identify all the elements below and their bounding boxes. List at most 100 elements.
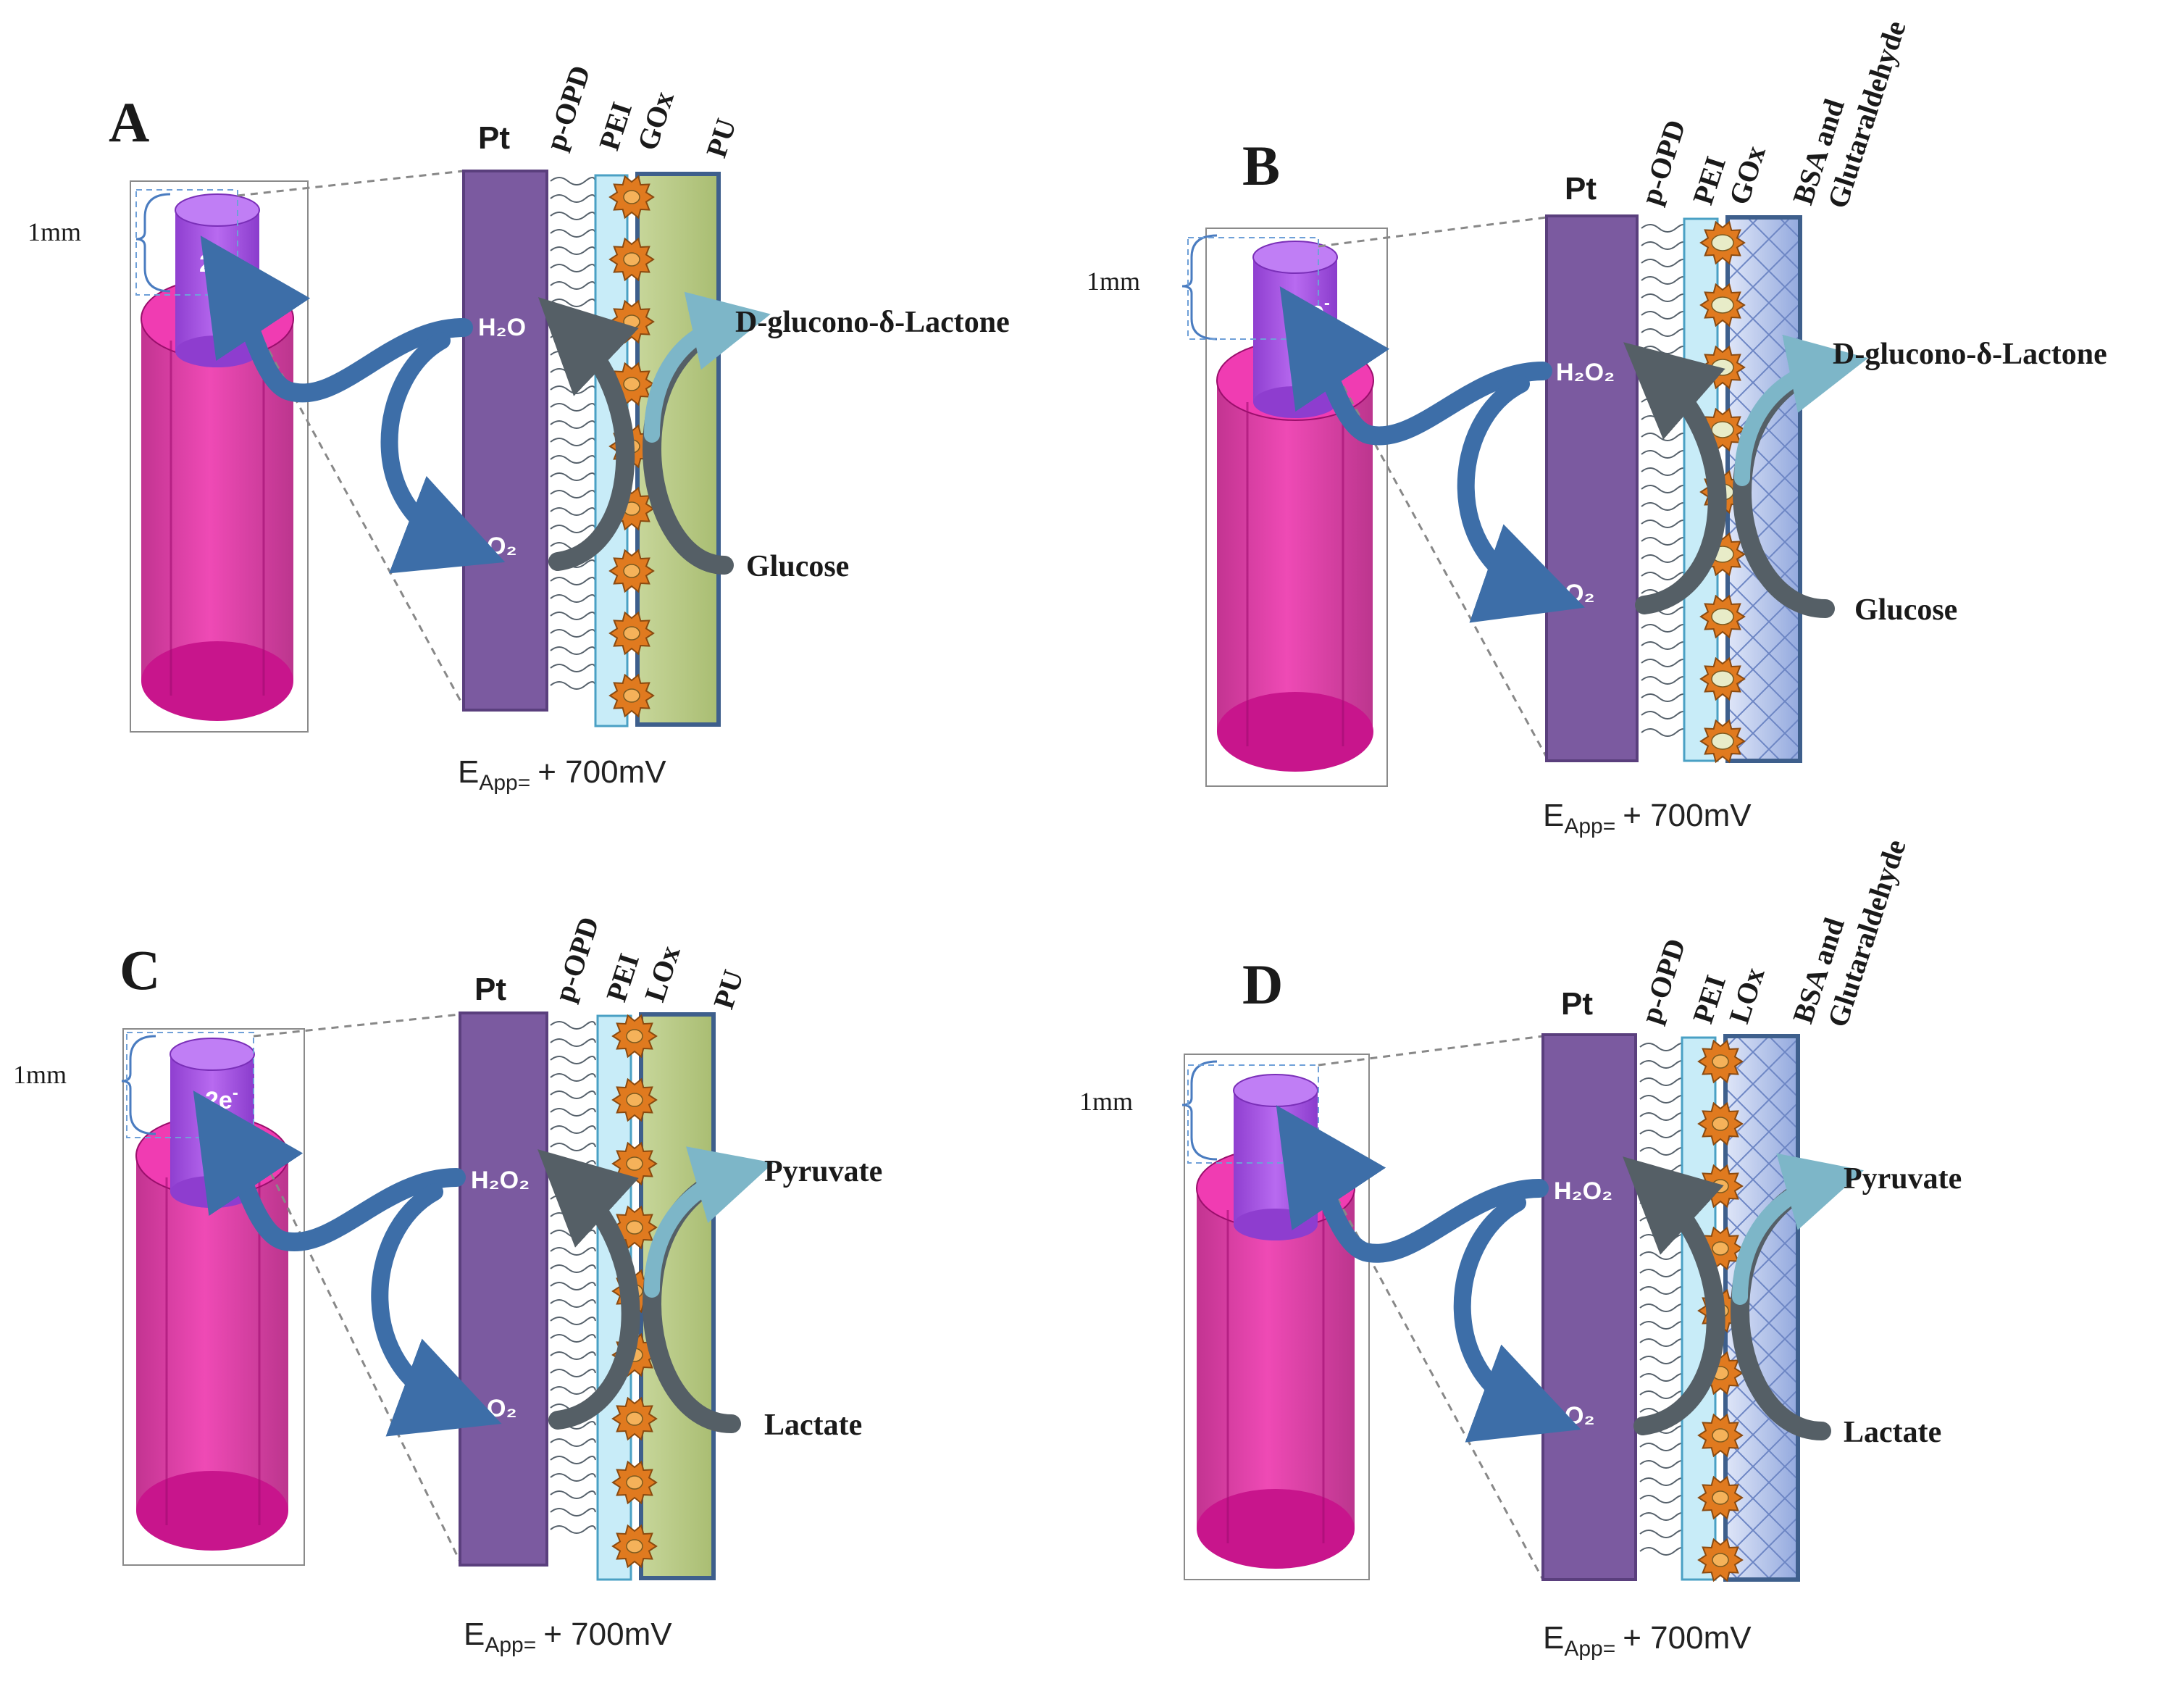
popd-layer	[1641, 224, 1687, 737]
electrode-frame	[122, 1028, 305, 1566]
popd-chain	[1641, 659, 1687, 667]
popd-chain	[550, 664, 596, 672]
pt-label: Pt	[1565, 171, 1597, 207]
popd-chain	[550, 194, 596, 203]
scale-bracket	[135, 193, 171, 293]
popd-chain	[550, 1247, 596, 1256]
panel-letter: D	[1242, 953, 1283, 1016]
enzyme-icon	[1697, 1039, 1744, 1084]
popd-chain	[550, 1073, 596, 1082]
popd-chain	[550, 212, 596, 220]
popd-chain	[1641, 450, 1687, 459]
popd-chain	[1639, 1356, 1686, 1364]
popd-chain	[550, 385, 596, 394]
popd-chain	[550, 403, 596, 412]
popd-chain	[1639, 1338, 1686, 1347]
o2-label: O₂	[1565, 1402, 1595, 1430]
popd-chain	[1641, 328, 1687, 337]
h2o2-label: H₂O₂	[1554, 1177, 1612, 1205]
popd-chain	[550, 264, 596, 272]
popd-chain	[1639, 1269, 1686, 1277]
panel-letter: B	[1242, 134, 1280, 197]
enzyme-icon	[1697, 1475, 1744, 1520]
popd-chain	[1641, 676, 1687, 685]
scale-label: 1mm	[1087, 267, 1140, 296]
popd-chain	[1641, 224, 1687, 233]
popd-chain	[550, 1125, 596, 1134]
electron-arrow	[200, 235, 473, 403]
pt-layer	[459, 1011, 548, 1567]
enzyme-icon	[1699, 719, 1746, 764]
popd-chain	[1639, 1164, 1686, 1173]
layer-label-outer: PU	[700, 114, 742, 162]
popd-chain	[550, 420, 596, 429]
oxygen-arrow	[1453, 1194, 1581, 1443]
popd-chain	[1641, 276, 1687, 285]
popd-chain	[550, 594, 596, 603]
electron-arrow	[1279, 286, 1552, 446]
layer-label-enzyme: GOx	[1723, 142, 1772, 209]
popd-chain	[1639, 1234, 1686, 1243]
scale-label: 1mm	[1079, 1087, 1133, 1116]
popd-chain	[550, 299, 596, 307]
panel-a: A 2e- 1mm Pt	[28, 62, 1010, 795]
electrode-tip	[1252, 241, 1338, 418]
popd-chain	[550, 1108, 596, 1117]
panel-d: D 2e- 1mm Pt p-OPD PEI LOx	[1079, 835, 1962, 1661]
enzyme-icon	[611, 1524, 658, 1569]
layer-label-popd: p-OPD	[539, 62, 597, 154]
popd-chain	[1641, 537, 1687, 546]
popd-chain	[1639, 1112, 1686, 1121]
enzyme-icon	[1697, 1538, 1744, 1582]
popd-chain	[550, 577, 596, 585]
enzyme-icon	[1699, 283, 1746, 328]
popd-chain	[1641, 693, 1687, 702]
enzyme-icon	[1697, 1101, 1744, 1146]
o2-label: O₂	[1565, 580, 1595, 607]
o2-regen-arrow	[537, 1149, 640, 1430]
enzyme-icon	[608, 175, 655, 220]
popd-chain	[550, 612, 596, 620]
popd-chain	[550, 1038, 596, 1047]
electrode-frame	[130, 180, 309, 733]
popd-chain	[1639, 1077, 1686, 1086]
layer-label-pei: PEI	[1686, 152, 1732, 208]
scale-label: 1mm	[13, 1060, 67, 1089]
popd-chain	[1641, 520, 1687, 528]
substrate-label: Lactate	[1844, 1416, 1941, 1449]
popd-chain	[550, 472, 596, 481]
popd-chain	[1641, 554, 1687, 563]
layer-label-pei: PEI	[600, 949, 645, 1005]
h2o2-label: H₂O₂	[1556, 359, 1615, 386]
popd-chain	[550, 1438, 596, 1447]
popd-chain	[550, 1317, 596, 1325]
o2-regen-arrow	[1623, 1156, 1725, 1435]
o2-label: O₂	[487, 1395, 517, 1422]
popd-chain	[550, 1508, 596, 1517]
enzyme-icon	[611, 1077, 658, 1122]
popd-chain	[1641, 467, 1687, 476]
layer-label-enzyme: GOx	[631, 88, 680, 154]
product-arrow	[644, 291, 771, 443]
pt-label: Pt	[474, 972, 506, 1007]
enzyme-icon	[611, 1460, 658, 1505]
pt-layer	[1541, 1033, 1637, 1581]
panel-c: C 2e- 1mm Pt p-OPD PEI LOx PU H₂O₂	[13, 913, 882, 1657]
pt-label: Pt	[478, 120, 510, 156]
oxygen-arrow	[380, 332, 506, 574]
popd-chain	[1641, 259, 1687, 267]
potential-label: EApp=+ 700mV	[458, 754, 666, 795]
product-label: Pyruvate	[1844, 1162, 1962, 1196]
potential-label: EApp=+ 700mV	[464, 1617, 672, 1657]
popd-chain	[1639, 1373, 1686, 1382]
popd-chain	[550, 1473, 596, 1482]
panel-letter: A	[109, 91, 149, 154]
popd-chain	[1639, 1130, 1686, 1138]
h2o2-label: H₂O	[478, 314, 526, 341]
popd-chain	[550, 1056, 596, 1064]
o2-label: O₂	[487, 533, 517, 560]
pt-layer	[1545, 214, 1639, 762]
popd-chain	[1639, 1321, 1686, 1330]
popd-chain	[1641, 502, 1687, 511]
